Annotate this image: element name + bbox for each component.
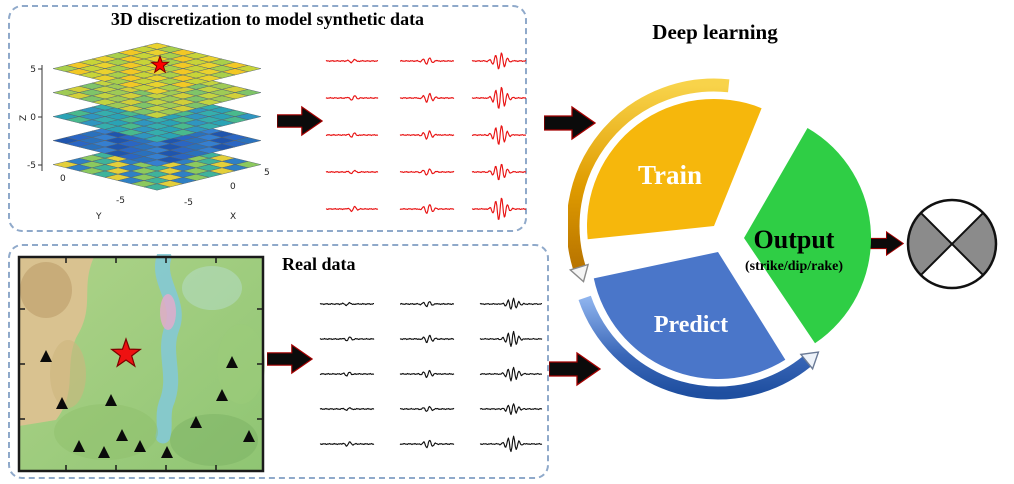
focal-mechanism-beachball-icon bbox=[906, 198, 998, 290]
flow-arrow-synthetic-to-waveforms bbox=[277, 105, 323, 137]
z-tick: 5 bbox=[30, 65, 36, 75]
real-panel-title: Real data bbox=[282, 254, 356, 274]
real-waveforms bbox=[319, 297, 543, 453]
x-tick: -5 bbox=[184, 198, 193, 208]
deep-learning-cycle: Train Predict Output (strike/dip/rake) bbox=[568, 78, 872, 400]
map-mountains bbox=[20, 262, 72, 318]
beachball-nodal-line bbox=[920, 212, 984, 276]
output-label: Output bbox=[754, 225, 835, 254]
y-tick: -5 bbox=[116, 196, 125, 206]
y-axis-label: Y bbox=[95, 212, 102, 222]
beachball-quadrant-west bbox=[908, 212, 952, 276]
station-markers bbox=[40, 350, 255, 458]
x-axis-label: X bbox=[230, 212, 236, 222]
output-sublabel: (strike/dip/rake) bbox=[745, 259, 843, 274]
deep-learning-title: Deep learning bbox=[652, 20, 778, 44]
z-axis-label: Z bbox=[19, 115, 29, 121]
flow-arrow-real-to-predict bbox=[549, 351, 601, 387]
cycle-segments bbox=[586, 98, 872, 379]
cycle-arrows bbox=[568, 78, 820, 400]
synthetic-panel-title: 3D discretization to model synthetic dat… bbox=[110, 9, 425, 29]
map-mountains bbox=[50, 340, 86, 408]
train-label: Train bbox=[638, 160, 702, 190]
synthetic-waveforms bbox=[325, 52, 526, 220]
topographic-map bbox=[17, 254, 265, 473]
map-frame-ticks bbox=[19, 257, 263, 471]
map-forest bbox=[217, 324, 265, 404]
flow-arrow-map-to-waveforms bbox=[267, 343, 313, 375]
map-valley-patch bbox=[160, 294, 176, 330]
x-tick: 0 bbox=[230, 182, 236, 192]
y-tick: 0 bbox=[60, 174, 66, 184]
map-river bbox=[155, 254, 182, 444]
synthetic-data-panel: 3D discretization to model synthetic dat… bbox=[8, 5, 527, 232]
z-axis bbox=[38, 65, 43, 171]
beachball-quadrant-east bbox=[952, 212, 996, 276]
flow-arrow-synthetic-to-train bbox=[544, 105, 596, 141]
epicenter-star-icon bbox=[109, 337, 143, 368]
x-tick: 5 bbox=[264, 168, 270, 178]
discretization-layers bbox=[52, 42, 262, 191]
real-data-panel: Real data bbox=[8, 244, 549, 479]
z-tick: -5 bbox=[27, 161, 36, 171]
z-tick: 0 bbox=[30, 113, 36, 123]
map-lowland bbox=[182, 266, 242, 310]
discretization-3d-plot: 5 0 -5 Z 0 -5 Y -5 0 5 X bbox=[19, 42, 270, 222]
beachball-outline bbox=[906, 198, 998, 290]
source-star-icon bbox=[149, 54, 171, 74]
predict-label: Predict bbox=[654, 312, 728, 338]
